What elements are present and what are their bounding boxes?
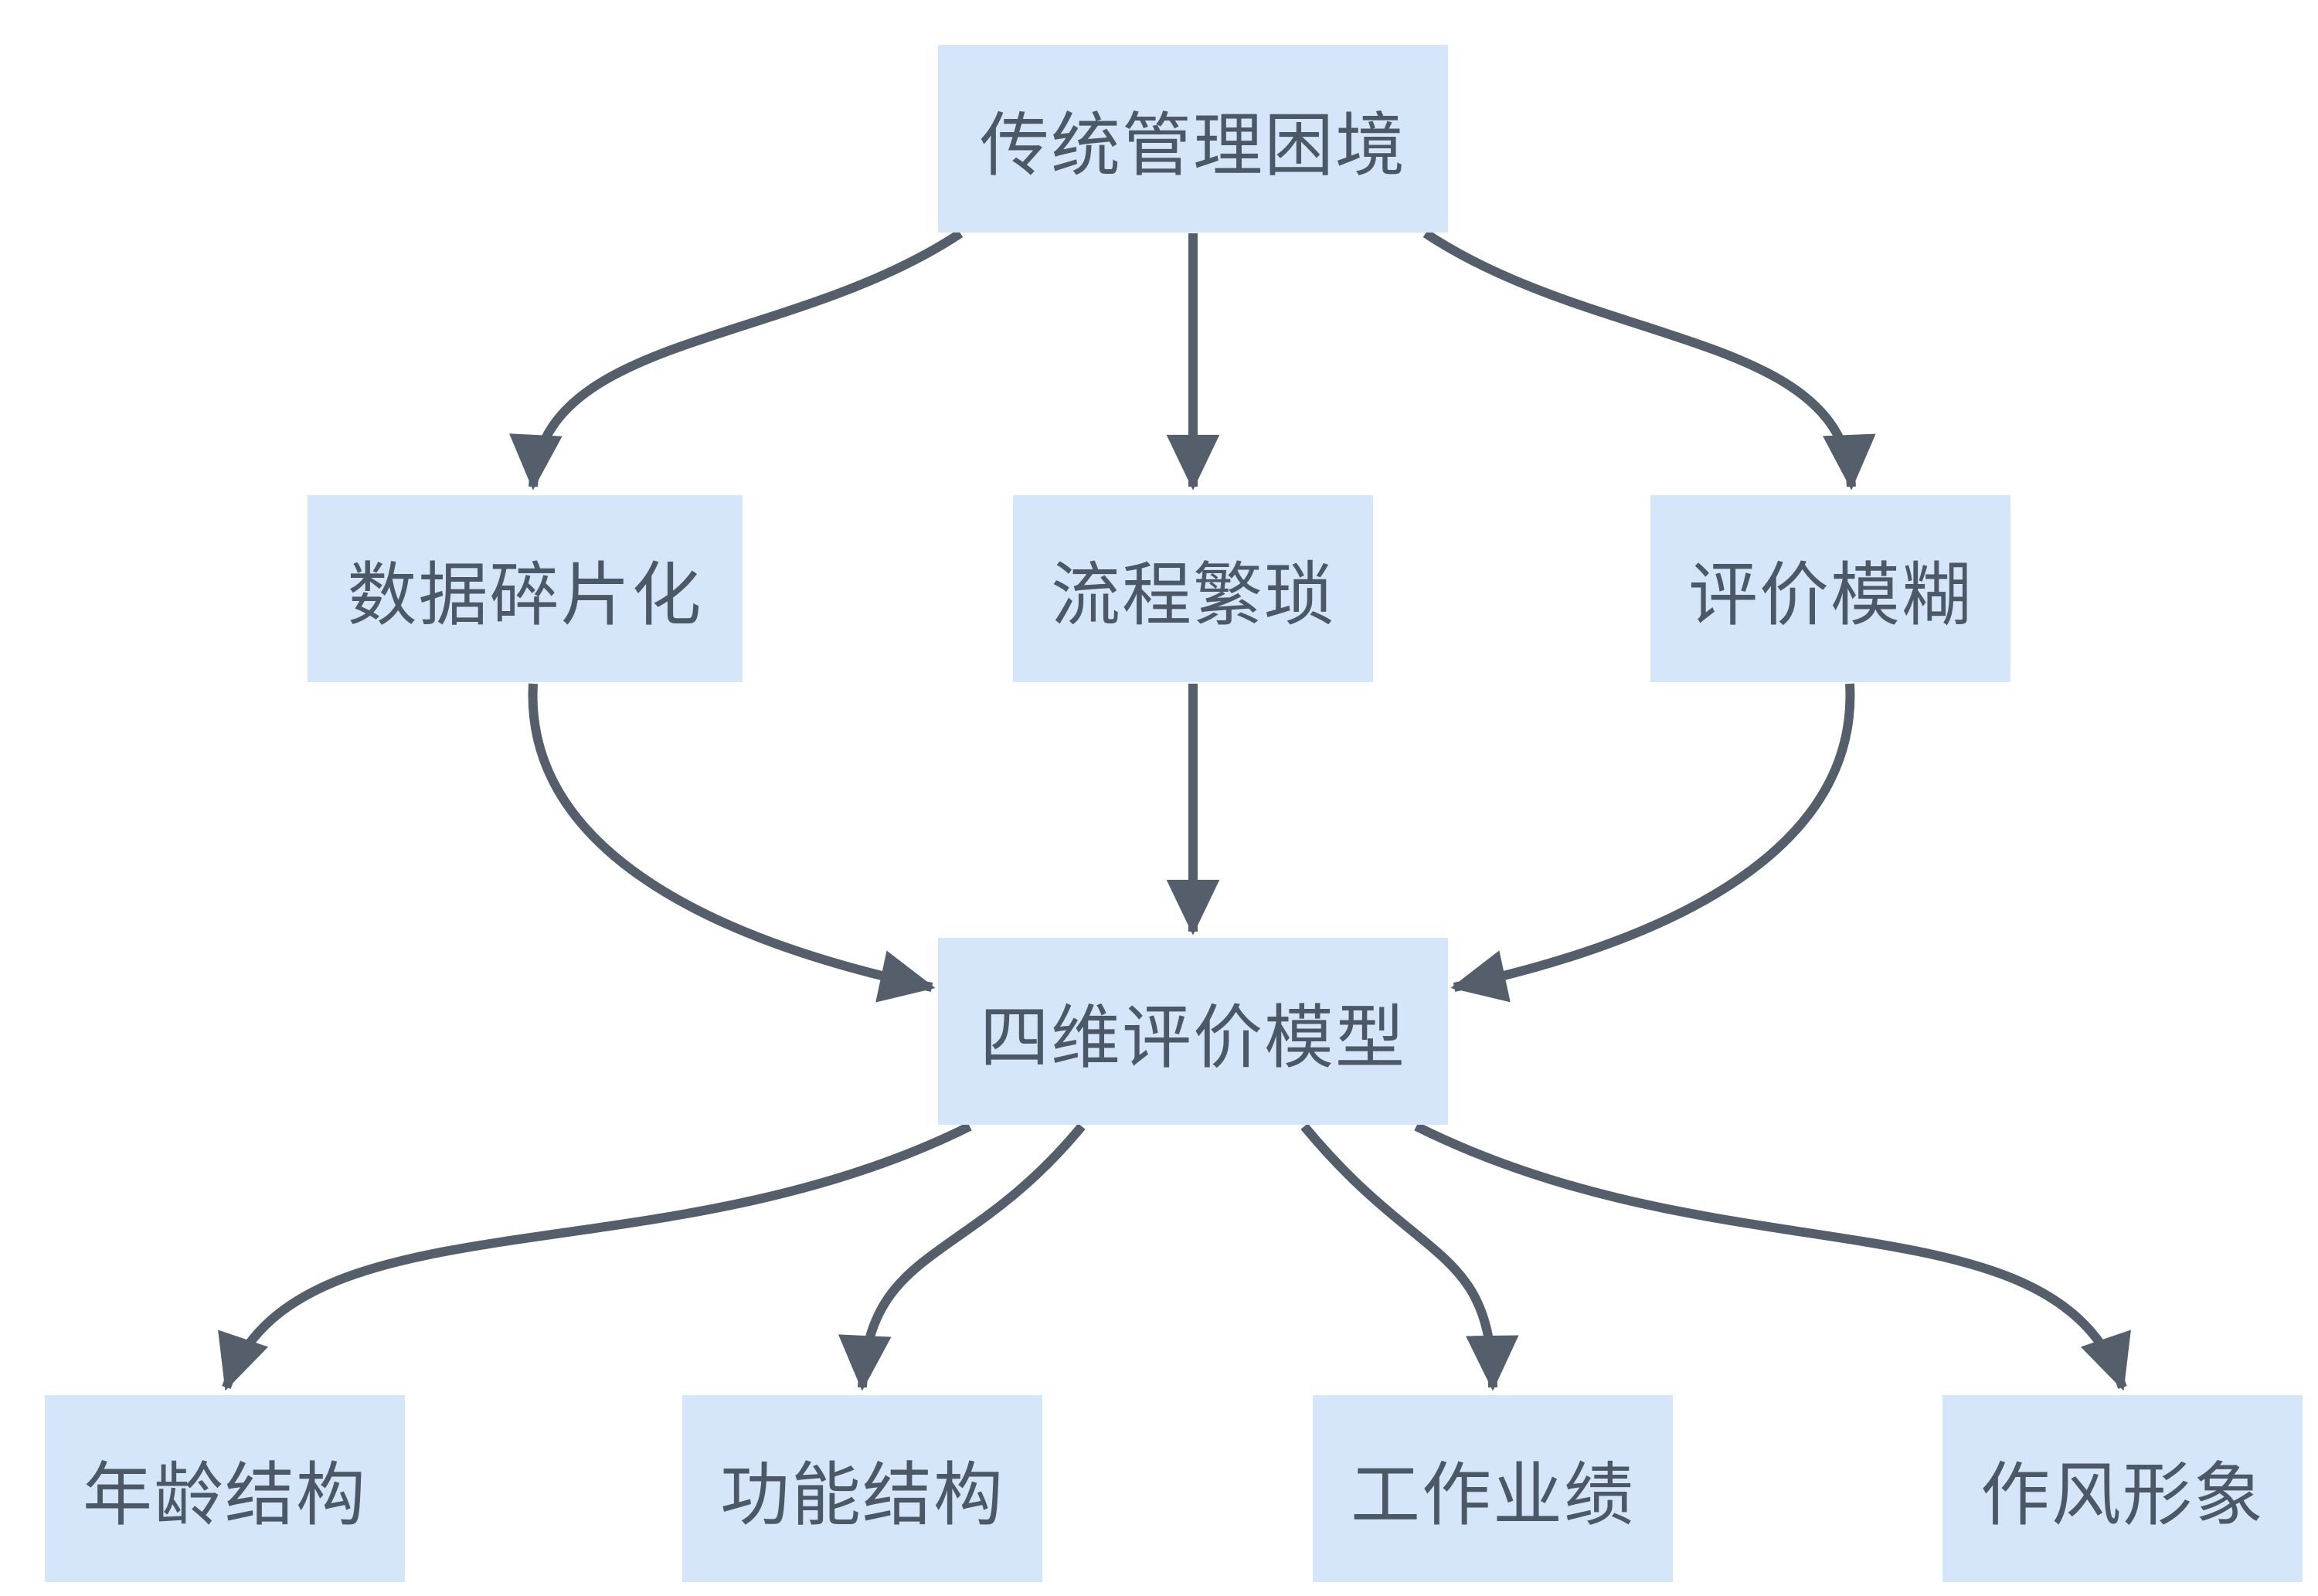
node-style-image: 作风形象: [1942, 1395, 2303, 1582]
edge-hub-to-work-performance: [1300, 1123, 1519, 1391]
node-work-performance: 工作业绩: [1313, 1395, 1673, 1582]
node-label: 功能结构: [720, 1457, 1004, 1534]
node-label: 年龄结构: [83, 1457, 367, 1534]
node-label: 数据碎片化: [347, 557, 703, 634]
node-four-dimension-model: 四维评价模型: [938, 938, 1448, 1125]
node-cumbersome-process: 流程繁琐: [1013, 495, 1373, 682]
edge-hub-to-function-structure: [838, 1123, 1086, 1391]
node-traditional-management-dilemma: 传统管理困境: [938, 45, 1448, 233]
node-label: 工作业绩: [1351, 1457, 1635, 1534]
node-age-structure: 年龄结构: [45, 1395, 405, 1582]
edge-root-to-vague-evaluation: [1422, 229, 1876, 491]
edge-hub-to-age-structure: [218, 1122, 972, 1391]
node-label: 流程繁琐: [1051, 557, 1335, 634]
node-label: 四维评价模型: [980, 1000, 1406, 1077]
node-function-structure: 功能结构: [682, 1395, 1042, 1582]
node-label: 评价模糊: [1688, 557, 1973, 634]
node-label: 传统管理困境: [980, 107, 1406, 185]
edge-vague-evaluation-to-hub: [1450, 683, 1855, 1003]
node-data-fragmentation: 数据碎片化: [308, 495, 743, 682]
edge-hub-to-style-image: [1414, 1122, 2131, 1391]
edge-root-to-data-fragmentation: [509, 229, 964, 491]
node-vague-evaluation: 评价模糊: [1650, 495, 2010, 682]
edge-data-fragmentation-to-hub: [528, 683, 936, 1003]
node-label: 作风形象: [1980, 1457, 2265, 1534]
